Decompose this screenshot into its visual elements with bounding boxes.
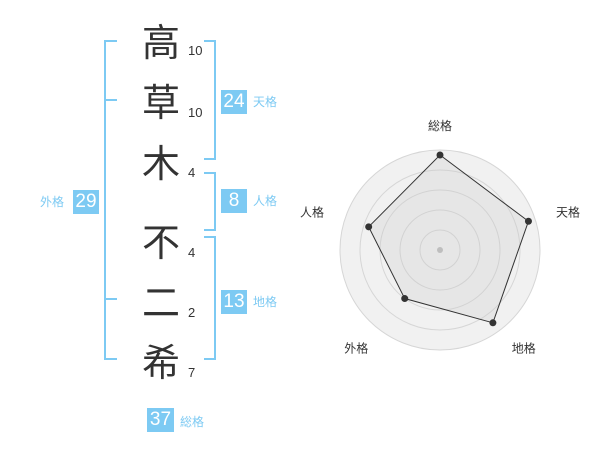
radar-point-1 [436,151,444,159]
outer-bracket [104,40,117,360]
stroke-count-1: 10 [188,43,203,58]
name-kanji-2: 草 [141,81,180,125]
name-kanji-3: 木 [141,142,180,186]
gaikaku-label: 外格 [40,195,65,209]
stroke-count-2: 10 [188,105,203,120]
radar-point-3 [489,319,497,327]
radar-grid-ring [399,209,481,291]
radar-point-4 [401,295,409,303]
radar-axis-label: 外格 [344,341,368,356]
radar-center-dot [437,247,443,253]
radar-point-5 [365,223,373,231]
chikaku-label: 地格 [253,295,278,309]
jinkaku-bracket [204,172,216,231]
soukaku-badge: 37 [147,408,174,432]
tenkaku-label: 天格 [253,95,278,109]
chikaku-badge: 13 [221,290,247,314]
chikaku-bracket [204,236,216,360]
stroke-count-3: 4 [188,165,196,180]
tenkaku-bracket [204,40,216,160]
name-kanji-1: 高 [141,21,180,65]
stroke-count-4: 4 [188,245,196,260]
radar-axis-label: 人格 [300,204,324,219]
stroke-count-6: 7 [188,365,196,380]
jinkaku-label: 人格 [253,194,278,208]
radar-axis-label: 地格 [512,341,536,356]
stroke-count-5: 2 [188,305,196,320]
radar-point-2 [524,217,532,225]
radar-grid-ring [419,229,461,271]
radar-axis-label: 天格 [556,204,580,219]
name-kanji-4: 不 [141,221,180,265]
radar-axis-label: 総格 [428,118,452,133]
radar-data-polygon [368,154,530,324]
jinkaku-badge: 8 [221,189,247,213]
tenkaku-badge: 24 [221,90,247,114]
name-kanji-6: 希 [141,341,180,385]
radar-grid-ring [359,169,521,331]
soukaku-label: 総格 [180,415,205,429]
gaikaku-badge: 29 [73,190,99,214]
name-kanji-5: 二 [141,281,180,325]
